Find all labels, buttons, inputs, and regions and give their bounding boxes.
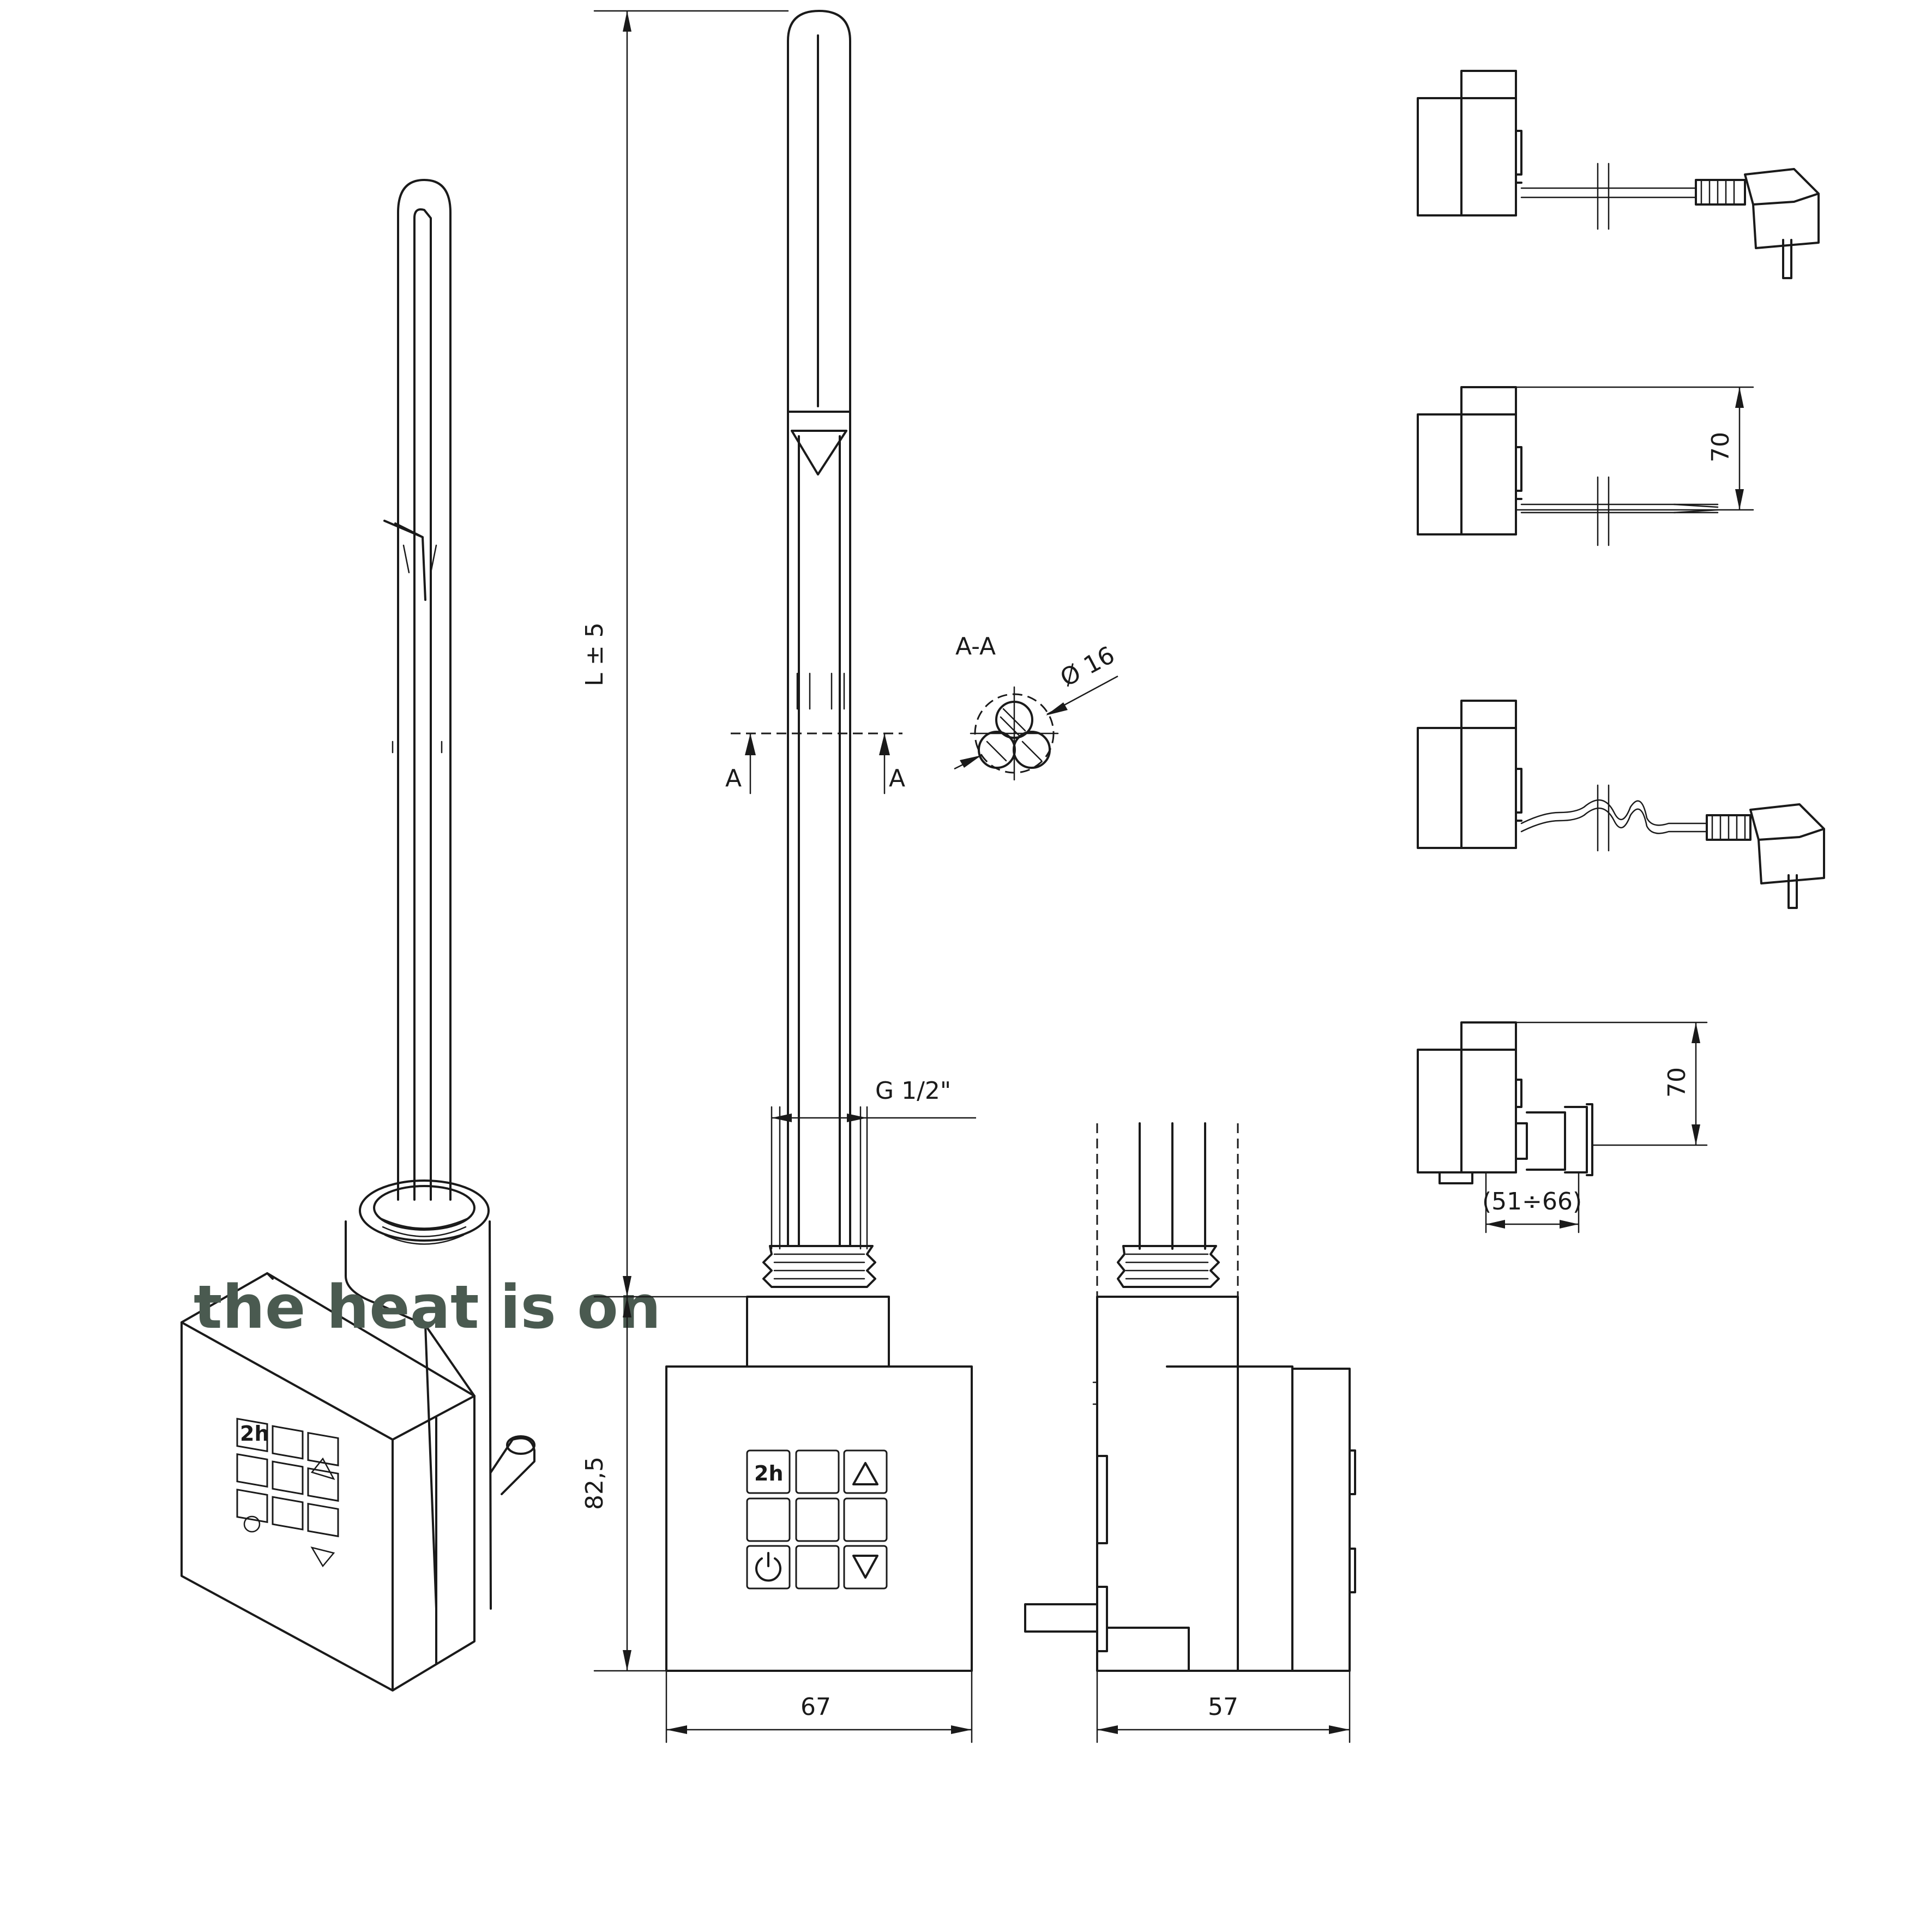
front-view: A A G 1/2" 2h: [581, 10, 976, 1743]
front-up-icon: [852, 1462, 878, 1485]
length-dimension-label: L ± 5: [581, 622, 609, 686]
section-marker-right: A: [889, 765, 905, 792]
section-marker-left: A: [725, 765, 742, 792]
variant-direct-plug: 70 (51÷66): [1417, 1021, 1708, 1233]
diameter-label: Ø 16: [1056, 641, 1119, 693]
isometric-view: 2h: [180, 179, 535, 1692]
front-down-icon: [852, 1555, 878, 1579]
variant-coiled-plug: [1417, 700, 1825, 909]
depth-dimension-label: 57: [1208, 1693, 1238, 1721]
thread-label: G 1/2": [875, 1077, 951, 1105]
height-dimension-label: 82,5: [581, 1456, 609, 1510]
power-icon: [243, 1515, 261, 1533]
triangle-down-icon: [310, 1546, 335, 1568]
width-dimension-label: 67: [801, 1693, 831, 1721]
side-view: 57: [1024, 1122, 1356, 1743]
iso-keypad: 2h: [236, 1417, 339, 1568]
triangle-up-icon: [310, 1457, 335, 1480]
variant-straight-plug: [1417, 70, 1820, 279]
front-keypad: 2h: [746, 1449, 888, 1590]
section-aa: A-A Ø 16: [954, 633, 1120, 781]
variant-straight-bare: 70: [1417, 386, 1754, 546]
cable-height-label-1: 70: [1707, 432, 1735, 462]
front-timer-label: 2h: [754, 1461, 784, 1485]
brand-watermark: the heat is on: [194, 1272, 661, 1342]
cable-height-label-2: 70: [1663, 1067, 1691, 1098]
front-power-icon: [755, 1552, 781, 1582]
iso-timer-label: 2h: [240, 1422, 269, 1446]
plug-range-label: (51÷66): [1482, 1188, 1582, 1215]
section-title: A-A: [955, 633, 996, 660]
